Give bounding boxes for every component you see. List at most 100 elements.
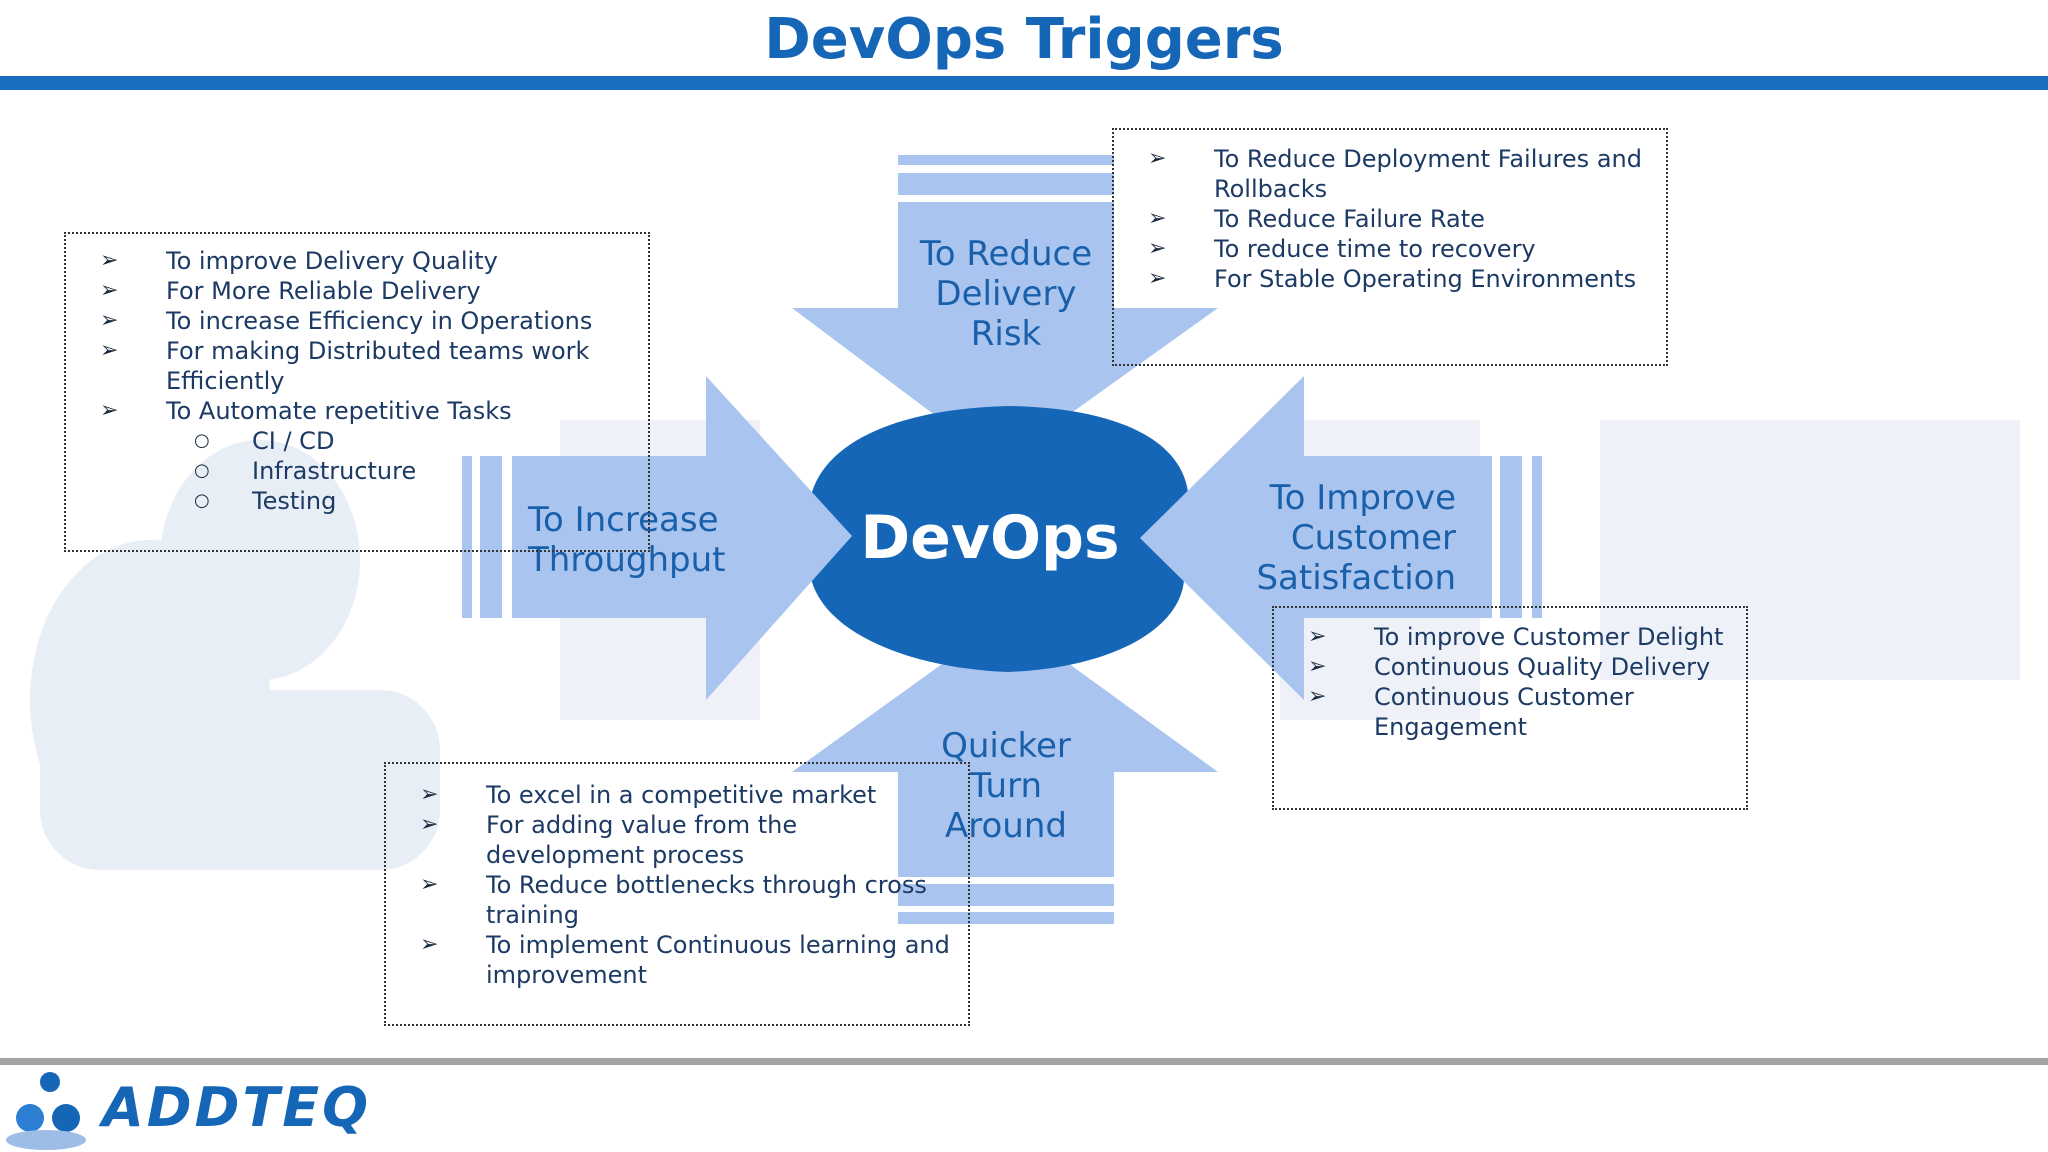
right-arrow-label-line: To Improve	[1269, 478, 1456, 518]
arrow-bullet-icon: ➢	[1148, 266, 1167, 291]
arrow-bullet-icon: ➢	[420, 782, 439, 807]
list-item: development process	[486, 840, 950, 870]
list-item-text: To improve Customer Delight	[1374, 623, 1724, 651]
list-item-text: To increase Efficiency in Operations	[166, 307, 593, 335]
arrow-bullet-icon: ➢	[1148, 206, 1167, 231]
circle-bullet-icon: ○	[194, 460, 210, 481]
list-item-text: To Reduce Deployment Failures and	[1214, 145, 1642, 173]
bottom-right-box	[1272, 606, 1748, 810]
list-item: Rollbacks	[1214, 174, 1642, 204]
logo-text: ADDTEQ	[102, 1076, 372, 1139]
left-arrow-label-line: Throughput	[528, 540, 726, 580]
list-item: ➢To reduce time to recovery	[1148, 234, 1642, 264]
addteq-logo-icon	[6, 1072, 86, 1150]
page-title: DevOps Triggers	[764, 7, 1284, 72]
list-item-text: training	[486, 901, 579, 929]
list-item: ➢ For making Distributed teams work	[100, 336, 592, 366]
list-item-text: For Stable Operating Environments	[1214, 265, 1637, 293]
circle-bullet-icon: ○	[194, 490, 210, 511]
list-item: ➢ For Stable Operating Environments	[1148, 264, 1642, 294]
list-item: ➢ To Reduce Failure Rate	[1148, 204, 1642, 234]
list-item: Efficiently	[166, 366, 592, 396]
bottom-right-list: ➢ To improve Customer Delight ➢ Continuous …	[1308, 622, 1724, 742]
top-right-box	[1112, 128, 1668, 366]
footer-divider	[0, 1058, 2048, 1065]
list-item: ➢ To increase Efficiency in Operations	[100, 306, 593, 336]
top-arrow	[792, 155, 1218, 464]
list-item: ➢ For More Reliable Delivery	[100, 276, 592, 306]
right-arrow	[1140, 376, 1542, 700]
list-item: ○ CI / CD	[194, 426, 592, 456]
arrow-bullet-icon: ➢	[420, 872, 439, 897]
list-item-text: Testing	[252, 487, 337, 515]
list-item: improvement	[486, 960, 950, 990]
list-item: ➢ Continuous Customer	[1308, 682, 1723, 712]
arrow-bullet-icon: ➢	[100, 278, 119, 303]
top-arrow-label-line: To Reduce	[919, 234, 1093, 274]
list-item-text: To Reduce Failure Rate	[1214, 205, 1485, 233]
top-left-box	[64, 232, 650, 552]
devops-center-shape	[809, 406, 1191, 672]
arrow-bullet-icon: ➢	[100, 248, 119, 273]
list-item: ○ Testing	[194, 486, 592, 516]
list-item-text: Continuous Quality Delivery	[1374, 653, 1711, 681]
list-item: ➢ To implement Continuous learning and	[420, 930, 950, 960]
bottom-arrow-label: Quicker Turn Around	[898, 726, 1114, 846]
arrow-bullet-icon: ➢	[1148, 146, 1167, 171]
list-item: ➢ To improve Customer Delight	[1308, 622, 1724, 652]
bottom-left-list: ➢ To excel in a competitive market ➢ For ad…	[420, 780, 950, 990]
list-item-text: Infrastructure	[252, 457, 417, 485]
bottom-left-box	[384, 762, 970, 1026]
left-arrow	[462, 376, 852, 700]
list-item-text: For More Reliable Delivery	[166, 277, 481, 305]
arrow-bullet-icon: ➢	[1308, 654, 1327, 679]
top-left-list: ➢ To improve Delivery Quality ➢ For More Re…	[100, 246, 593, 516]
left-arrow-label-line: To Increase	[528, 500, 719, 540]
list-item: ➢ For adding value from the	[420, 810, 950, 840]
list-item: ➢ To Reduce Deployment Failures and	[1148, 144, 1642, 174]
circle-bullet-icon: ○	[194, 430, 210, 451]
list-item: ➢To Automate repetitive Tasks	[100, 396, 592, 426]
bottom-arrow	[792, 618, 1218, 924]
list-item-text: For adding value from the	[486, 811, 798, 839]
list-item: ➢ To improve Delivery Quality	[100, 246, 592, 276]
top-arrow-label-line: Risk	[970, 314, 1042, 354]
arrow-bullet-icon: ➢	[420, 932, 439, 957]
arrow-bullet-icon: ➢	[1308, 624, 1327, 649]
list-item-text: Efficiently	[166, 367, 285, 395]
list-item-text: To excel in a competitive market	[486, 781, 877, 809]
bottom-arrow-label-line: Around	[945, 806, 1067, 846]
list-item-text: development process	[486, 841, 745, 869]
right-arrow-label-line: Customer	[1290, 518, 1456, 558]
list-item-text: Continuous Customer	[1374, 683, 1634, 711]
top-arrow-label: To Reduce Delivery Risk	[898, 234, 1114, 354]
arrow-bullet-icon: ➢	[100, 338, 119, 363]
list-item-text: To reduce time to recovery	[1214, 235, 1536, 263]
right-arrow-label: To Improve Customer Satisfaction	[1230, 478, 1456, 598]
list-item: Engagement	[1374, 712, 1723, 742]
list-item-text: CI / CD	[252, 427, 335, 455]
list-item-text: To improve Delivery Quality	[166, 247, 498, 275]
top-arrow-label-line: Delivery	[935, 274, 1077, 314]
list-item: training	[486, 900, 950, 930]
arrow-bullet-icon: ➢	[1308, 684, 1327, 709]
list-item-text: To implement Continuous learning and	[486, 931, 950, 959]
list-item-text: For making Distributed teams work	[166, 337, 590, 365]
bottom-arrow-label-line: Turn	[969, 766, 1043, 806]
list-item-text: Rollbacks	[1214, 175, 1328, 203]
arrow-bullet-icon: ➢	[420, 812, 439, 837]
list-item: ➢To Reduce bottlenecks through cross	[420, 870, 950, 900]
arrow-bullet-icon: ➢	[100, 308, 119, 333]
bottom-arrow-label-line: Quicker	[941, 726, 1071, 766]
list-item-text: To Automate repetitive Tasks	[166, 397, 512, 425]
devops-center-label: DevOps	[860, 503, 1120, 573]
list-item: ➢ To excel in a competitive market	[420, 780, 950, 810]
right-arrow-label-line: Satisfaction	[1256, 558, 1456, 598]
title-underline	[0, 76, 2048, 90]
list-item-text: Engagement	[1374, 713, 1528, 741]
list-item-text: improvement	[486, 961, 648, 989]
list-item: ➢ Continuous Quality Delivery	[1308, 652, 1723, 682]
